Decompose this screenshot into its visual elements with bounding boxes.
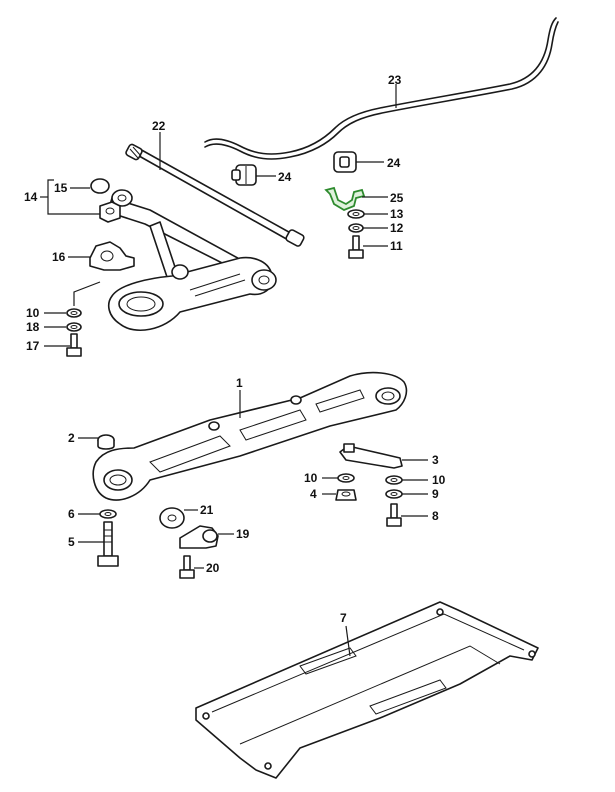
- bolt-20[interactable]: [179, 555, 195, 579]
- bushing-24-right[interactable]: [333, 151, 357, 173]
- mount-19[interactable]: [179, 525, 219, 549]
- crossmember-1[interactable]: [92, 371, 408, 501]
- callout-21: 21: [200, 503, 214, 517]
- callout-10-left: 10: [26, 306, 40, 320]
- torsion-bar-22[interactable]: [125, 143, 305, 247]
- bracket-16[interactable]: [89, 241, 135, 271]
- bolt-8[interactable]: [386, 503, 402, 527]
- bolt-11[interactable]: [348, 235, 364, 259]
- callout-15: 15: [54, 181, 68, 195]
- trailing-arm[interactable]: [107, 189, 277, 332]
- callout-5: 5: [68, 535, 75, 549]
- washer-10-center[interactable]: [337, 473, 355, 483]
- bolt-5[interactable]: [97, 521, 119, 567]
- callout-19: 19: [236, 527, 250, 541]
- callout-17: 17: [26, 339, 40, 353]
- callout-labels: 23 22 24 24 25 13 12 11 15 14 16 10 18 1…: [24, 73, 446, 625]
- nut-4[interactable]: [335, 489, 357, 501]
- stabilizer-bar-23[interactable]: [204, 17, 559, 160]
- bolt-17[interactable]: [66, 333, 82, 357]
- callout-9: 9: [432, 487, 439, 501]
- washer-10-right[interactable]: [385, 475, 403, 485]
- lock-washer-12[interactable]: [348, 223, 364, 233]
- callout-25: 25: [390, 191, 404, 205]
- callout-18: 18: [26, 320, 40, 334]
- callout-1: 1: [236, 376, 243, 390]
- callout-11: 11: [390, 239, 403, 253]
- strap-3[interactable]: [339, 443, 403, 469]
- guard-plate-7[interactable]: [195, 601, 539, 779]
- callout-24-left: 24: [278, 170, 292, 184]
- clamp-25[interactable]: [324, 186, 366, 212]
- washer-13[interactable]: [347, 209, 365, 219]
- callout-20: 20: [206, 561, 220, 575]
- bracket-14[interactable]: [99, 201, 121, 223]
- bushing-24-left[interactable]: [231, 164, 257, 186]
- callout-16: 16: [52, 250, 66, 264]
- callout-22: 22: [152, 119, 166, 133]
- callout-23: 23: [388, 73, 402, 87]
- callout-14: 14: [24, 190, 38, 204]
- callout-3: 3: [432, 453, 439, 467]
- callout-10-right: 10: [432, 473, 446, 487]
- washer-9[interactable]: [385, 489, 403, 499]
- washer-18[interactable]: [66, 322, 82, 332]
- callout-7: 7: [340, 611, 347, 625]
- callout-12: 12: [390, 221, 404, 235]
- washer-10-left[interactable]: [66, 308, 82, 318]
- washer-6[interactable]: [99, 509, 117, 519]
- bushing-21[interactable]: [159, 507, 185, 529]
- callout-2: 2: [68, 431, 75, 445]
- nut-2[interactable]: [97, 434, 115, 450]
- callout-6: 6: [68, 507, 75, 521]
- leader-lines: [40, 84, 428, 657]
- callout-8: 8: [432, 509, 439, 523]
- callout-24-right: 24: [387, 156, 401, 170]
- callout-10-center: 10: [304, 471, 318, 485]
- cap-15[interactable]: [90, 178, 110, 194]
- callout-13: 13: [390, 207, 404, 221]
- callout-4: 4: [310, 487, 317, 501]
